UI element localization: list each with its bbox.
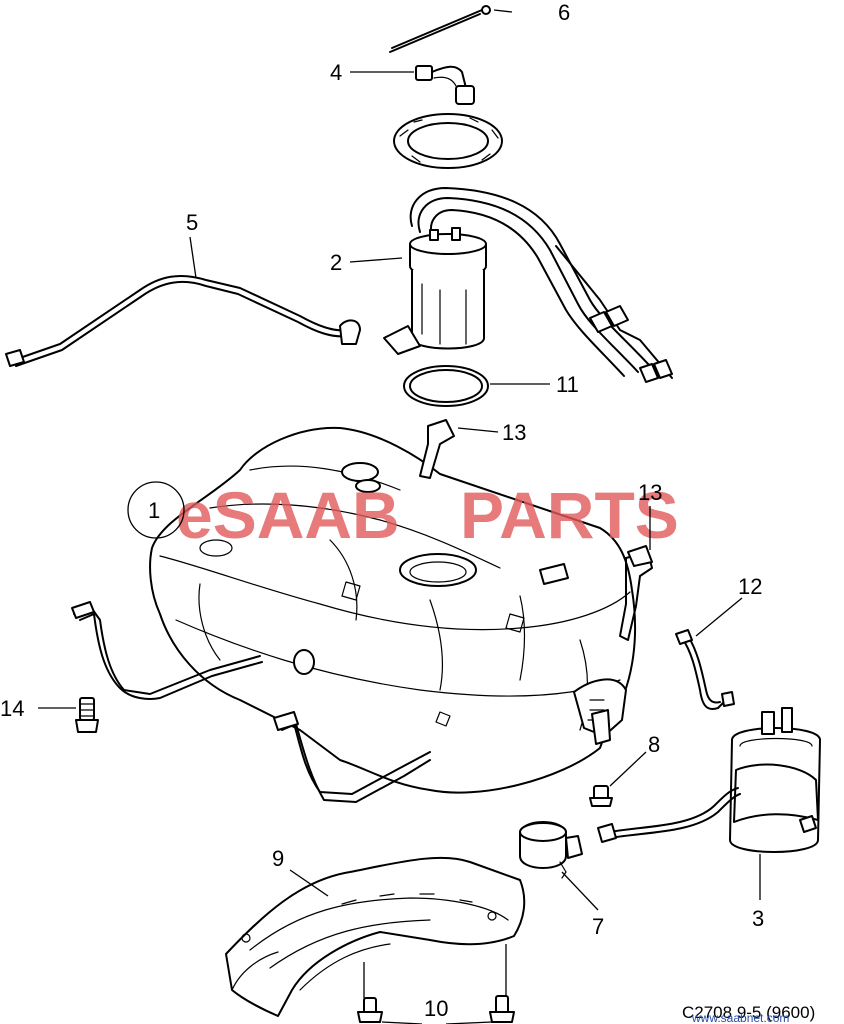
watermark-brand-left: eSAAB (176, 478, 400, 552)
watermark-site: www.saabnet.com (691, 1011, 789, 1024)
callout-13-rear: 13 (638, 480, 662, 505)
part-7-purge-valve (519, 821, 583, 879)
part-6-strap-tie (389, 5, 491, 53)
callout-1: 1 (148, 498, 160, 523)
callout-14: 14 (0, 696, 24, 721)
part-13-tank-strap-front (419, 419, 455, 479)
esaabparts-watermark: eSAAB PARTS (176, 478, 679, 552)
callout-9: 9 (272, 846, 284, 871)
callout-2: 2 (330, 250, 342, 275)
part-9-heat-shield (225, 856, 526, 1017)
callout-13-front: 13 (502, 420, 526, 445)
part-4-wiring-connector (415, 65, 475, 105)
part-1-fuel-tank (149, 426, 637, 794)
callout-3: 3 (752, 906, 764, 931)
callout-4: 4 (330, 60, 342, 85)
callout-11: 11 (556, 372, 579, 397)
part-10-bolt-left (357, 997, 383, 1023)
tank-strap-right-lower (273, 711, 431, 803)
callout-8: 8 (648, 732, 660, 757)
callout-10: 10 (424, 996, 448, 1021)
callout-12: 12 (738, 574, 762, 599)
tank-strap-left-lower (71, 601, 263, 700)
callout-numbers: 1 2 3 4 5 6 7 8 9 10 11 12 13 13 14 (0, 0, 764, 1021)
part-12-breather-hose (675, 629, 735, 710)
callout-leader-lines (38, 9, 761, 1024)
callout-5: 5 (186, 210, 198, 235)
callout-6: 6 (558, 0, 570, 25)
diagram-caption: C2708 9-5 (9600) (682, 1003, 815, 1022)
part-8-nut (589, 785, 613, 807)
part-14-bolt (75, 697, 99, 733)
part-10-bolt-right (489, 995, 515, 1023)
part-11-o-ring-seal (403, 365, 489, 407)
watermark-brand-right: PARTS (460, 478, 679, 552)
part-5-fuel-line (5, 274, 361, 367)
pump-locking-ring (393, 113, 503, 169)
callout-7: 7 (592, 914, 604, 939)
part-2-fuel-pump-module (383, 187, 673, 383)
part-3-charcoal-canister (597, 707, 821, 853)
part-13-tank-strap-rear (619, 545, 653, 641)
